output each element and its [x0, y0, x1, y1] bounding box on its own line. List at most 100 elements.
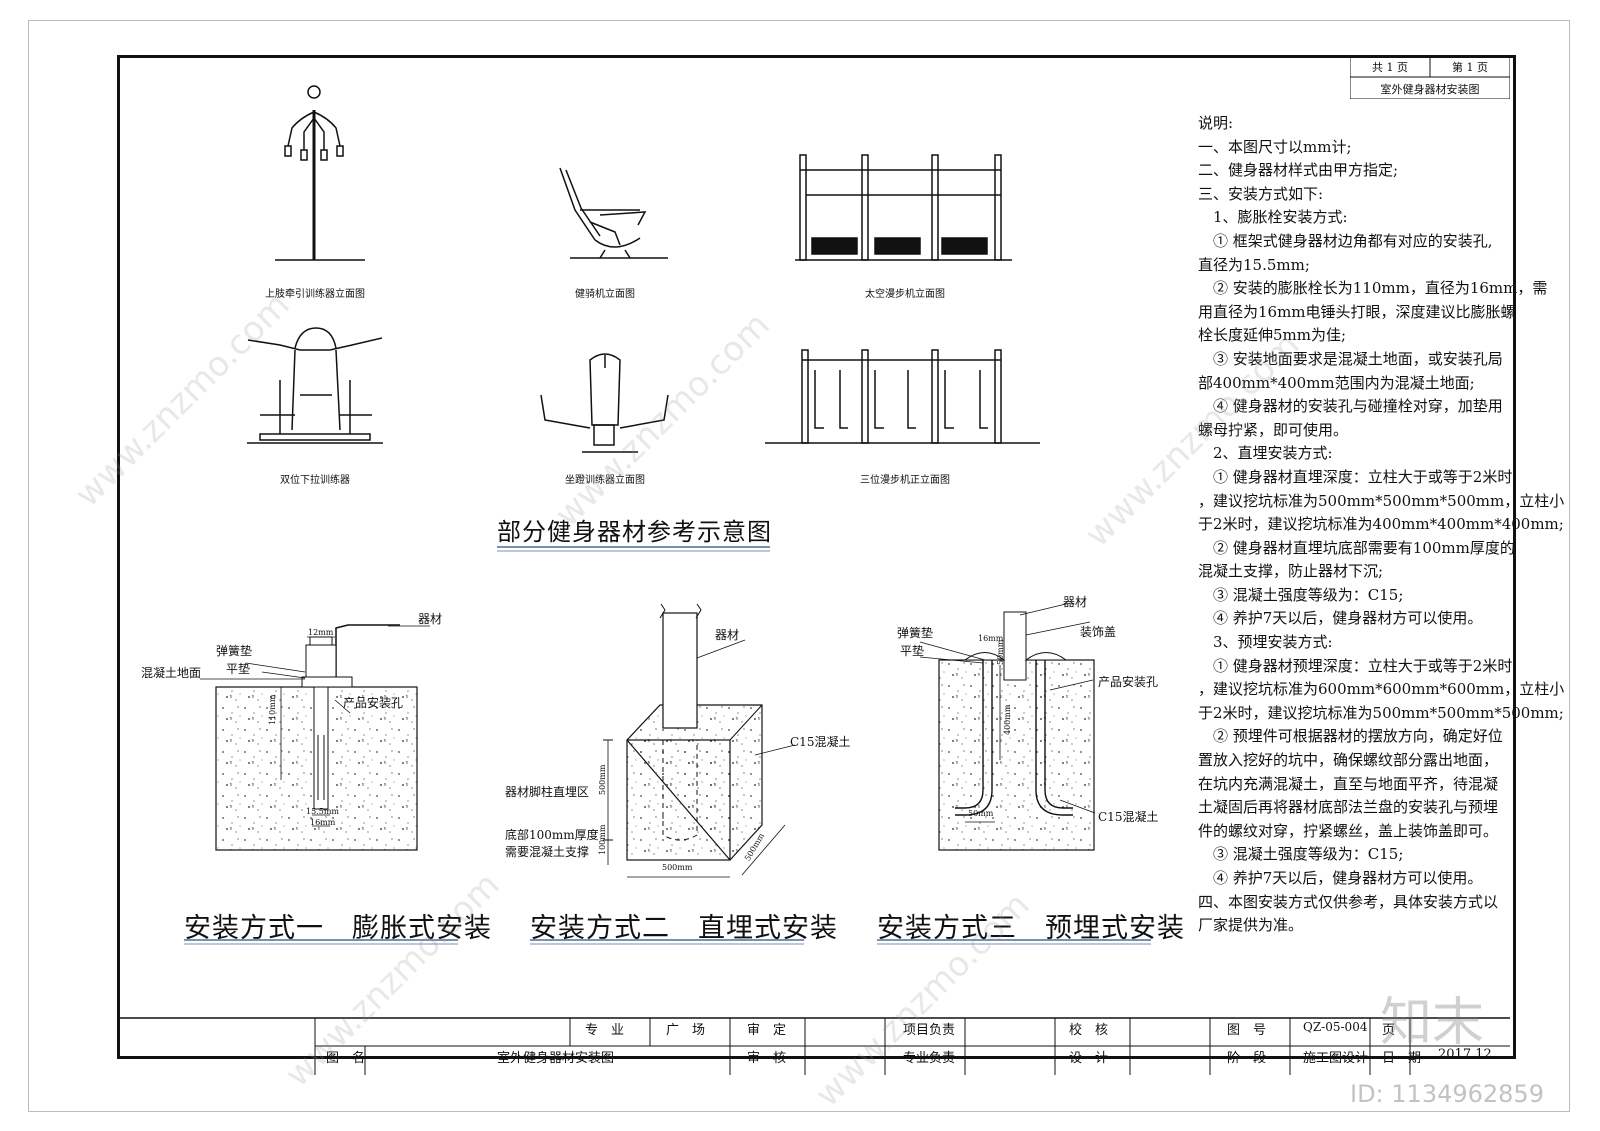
note-line: 混凝土支撑，防止器材下沉;: [1198, 562, 1384, 581]
page-box: 共 1 页 第 1 页 室外健身器材安装图: [1350, 55, 1510, 99]
note-line: 三、安装方式如下:: [1198, 184, 1324, 203]
note-line: 栓长度延伸5mm为佳;: [1198, 326, 1347, 345]
tb-major-value: 广 场: [666, 1023, 706, 1038]
note-line: 螺母拧紧，即可使用。: [1198, 420, 1349, 439]
sheet-title: 室外健身器材安装图: [1380, 83, 1480, 96]
m1-label-ground: 混凝土地面: [141, 666, 202, 680]
note-line: 说明:: [1198, 114, 1234, 132]
note-line: ② 安装的膨胀栓长为110mm，直径为16mm，需: [1213, 279, 1548, 298]
note-line: 部400mm*400mm范围内为混凝土地面;: [1198, 373, 1475, 392]
m1-label-hole: 产品安装孔: [343, 696, 404, 710]
m1-label-flat-washer: 平垫: [226, 662, 251, 676]
note-line: 用直径为16mm电锤头打眼，深度建议比膨胀螺: [1198, 302, 1516, 321]
note-line: ④ 养护7天以后，健身器材方可以使用。: [1213, 869, 1483, 887]
caption-upper-limb: 上肢牵引训练器立面图: [265, 289, 365, 300]
reference-title: 部分健身器材参考示意图: [497, 518, 772, 546]
m1-dim-12: 12mm: [308, 628, 334, 637]
m3-dim-400: 400mm: [1003, 704, 1012, 735]
note-line: ① 框架式健身器材边角都有对应的安装孔,: [1213, 231, 1493, 250]
m3-label-concrete: C15混凝土: [1098, 810, 1159, 824]
note-line: 直径为15.5mm;: [1198, 255, 1310, 274]
m2-label-equipment: 器材: [715, 628, 740, 642]
note-line: ③ 混凝土强度等级为：C15;: [1213, 585, 1404, 604]
note-line: ① 健身器材直埋深度：立柱大于或等于2米时: [1213, 467, 1513, 486]
m2-label-bottom1: 底部100mm厚度: [505, 828, 599, 842]
page-number: 第 1 页: [1452, 61, 1488, 74]
caption-space-walker: 太空漫步机立面图: [865, 289, 945, 300]
m1-label-equipment: 器材: [418, 612, 443, 626]
tb-check-label: 审 定: [747, 1023, 787, 1038]
m2-dim-500h: 500mm: [598, 764, 607, 795]
total-pages: 共 1 页: [1372, 61, 1408, 74]
method1-title: 安装方式一 膨胀式安装: [184, 913, 492, 944]
m2-label-concrete: C15混凝土: [790, 735, 851, 749]
m3-dim-50b: 50mm: [968, 809, 994, 818]
tb-major-label: 专 业: [585, 1023, 625, 1038]
note-line: ，建议挖坑标准为500mm*500mm*500mm，立柱小: [1198, 491, 1565, 510]
tb-date-label: 日 期: [1382, 1051, 1422, 1066]
notes-panel: 说明: 一、本图尺寸以mm计; 二、健身器材样式由甲方指定; 三、安装方式如下: 1、膨…: [1198, 112, 1565, 938]
tb-discipline-lead: 专业负责: [903, 1051, 956, 1066]
tb-project-lead: 项目负责: [903, 1023, 956, 1038]
m1-label-spring-washer: 弹簧垫: [216, 644, 253, 658]
tb-date-value: 2017.12: [1438, 1047, 1492, 1062]
m3-label-flat-washer: 平垫: [900, 644, 925, 658]
m3-label-equipment: 器材: [1063, 595, 1088, 609]
note-line: ③ 安装地面要求是混凝土地面，或安装孔局: [1213, 349, 1503, 368]
note-line: ④ 健身器材的安装孔与碰撞栓对穿，加垫用: [1213, 397, 1503, 416]
m3-dim-50a: 50mm: [996, 639, 1005, 665]
note-line: 土凝固后再将器材底部法兰盘的安装孔与预埋: [1198, 798, 1499, 817]
drawing-frame: [117, 55, 1516, 1059]
m3-label-spring-washer: 弹簧垫: [897, 626, 934, 640]
note-line: 二、健身器材样式由甲方指定;: [1198, 161, 1399, 180]
tb-page-label: 页: [1382, 1023, 1396, 1038]
watermark-logo: 知末: [1380, 993, 1485, 1053]
tb-drawing-no-label: 图 号: [1227, 1023, 1267, 1038]
watermark-id: ID: 1134962859: [1350, 1080, 1544, 1108]
method3-title: 安装方式三 预埋式安装: [877, 913, 1185, 944]
note-line: 于2米时，建议挖坑标准为400mm*400mm*400mm;: [1198, 515, 1564, 534]
note-line: ③ 混凝土强度等级为：C15;: [1213, 845, 1404, 864]
m2-dim-100: 100mm: [598, 824, 607, 855]
caption-pulldown: 双位下拉训练器: [280, 475, 350, 486]
note-line: ④ 养护7天以后，健身器材方可以使用。: [1213, 609, 1483, 628]
tb-review-label: 审 核: [747, 1051, 787, 1066]
note-line: 3、预埋安装方式:: [1213, 633, 1333, 652]
m2-dim-500w: 500mm: [662, 863, 693, 872]
note-line: 1、膨胀栓安装方式:: [1213, 208, 1348, 227]
note-line: 置放入挖好的坑中，确保螺纹部分露出地面，: [1198, 751, 1499, 770]
note-line: 厂家提供为准。: [1198, 916, 1304, 935]
m2-label-zone: 器材脚柱直埋区: [505, 785, 590, 799]
caption-triple-walker: 三位漫步机正立面图: [860, 475, 950, 486]
note-line: 于2米时，建议挖坑标准为500mm*500mm*500mm;: [1198, 703, 1564, 722]
tb-stage-label: 阶 段: [1227, 1051, 1267, 1066]
m3-label-cover: 装饰盖: [1080, 625, 1117, 639]
method2-title: 安装方式二 直埋式安装: [530, 913, 838, 944]
m1-dim-155: 15.5mm: [306, 807, 339, 816]
tb-design-label: 设 计: [1069, 1051, 1109, 1066]
caption-leg-press: 坐蹬训练器立面图: [565, 475, 645, 486]
note-line: ① 健身器材预埋深度：立柱大于或等于2米时: [1213, 656, 1513, 675]
tb-stage-value: 施工图设计: [1303, 1051, 1369, 1066]
note-line: 2、直埋安装方式:: [1213, 444, 1333, 463]
title-block: 专 业 广 场 审 定 项目负责 校 核 图 号 QZ-05-004 页 图 名…: [120, 1015, 1510, 1066]
tb-drawing-no: QZ-05-004: [1303, 1020, 1368, 1034]
sheet-outer-border: [28, 20, 1570, 1112]
note-line: ② 健身器材直埋坑底部需要有100mm厚度的: [1213, 538, 1515, 557]
m1-dim-110: 110mm: [268, 694, 277, 725]
note-line: 件的螺纹对穿，拧紧螺丝，盖上装饰盖即可。: [1198, 821, 1499, 840]
tb-drawing-name-label: 图 名: [326, 1051, 366, 1066]
page-box-lines: [1350, 55, 1510, 99]
m2-label-bottom2: 需要混凝土支撑: [505, 845, 590, 859]
m3-dim-16: 16mm: [978, 634, 1004, 643]
tb-drawing-name: 室外健身器材安装图: [497, 1051, 615, 1066]
note-line: 四、本图安装方式仅供参考，具体安装方式以: [1198, 892, 1499, 911]
note-line: 一、本图尺寸以mm计;: [1198, 137, 1352, 156]
m3-label-hole: 产品安装孔: [1098, 675, 1159, 689]
tb-verify-label: 校 核: [1069, 1023, 1109, 1038]
note-line: 在坑内充满混凝土，直至与地面平齐，待混凝: [1198, 774, 1499, 793]
caption-riding: 健骑机立面图: [575, 289, 635, 300]
note-line: ② 预埋件可根据器材的摆放方向，确定好位: [1213, 727, 1503, 746]
m1-dim-16: 16mm: [310, 818, 336, 827]
note-line: ，建议挖坑标准为600mm*600mm*600mm，立柱小: [1198, 680, 1565, 699]
